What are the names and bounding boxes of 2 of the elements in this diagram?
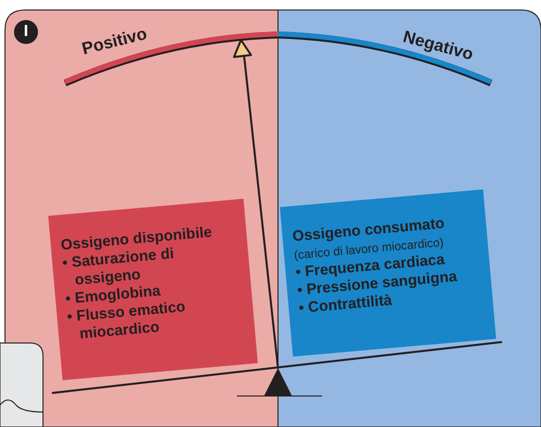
scale-label: Positivo (80, 24, 149, 60)
seesaw-beam (52, 341, 502, 394)
